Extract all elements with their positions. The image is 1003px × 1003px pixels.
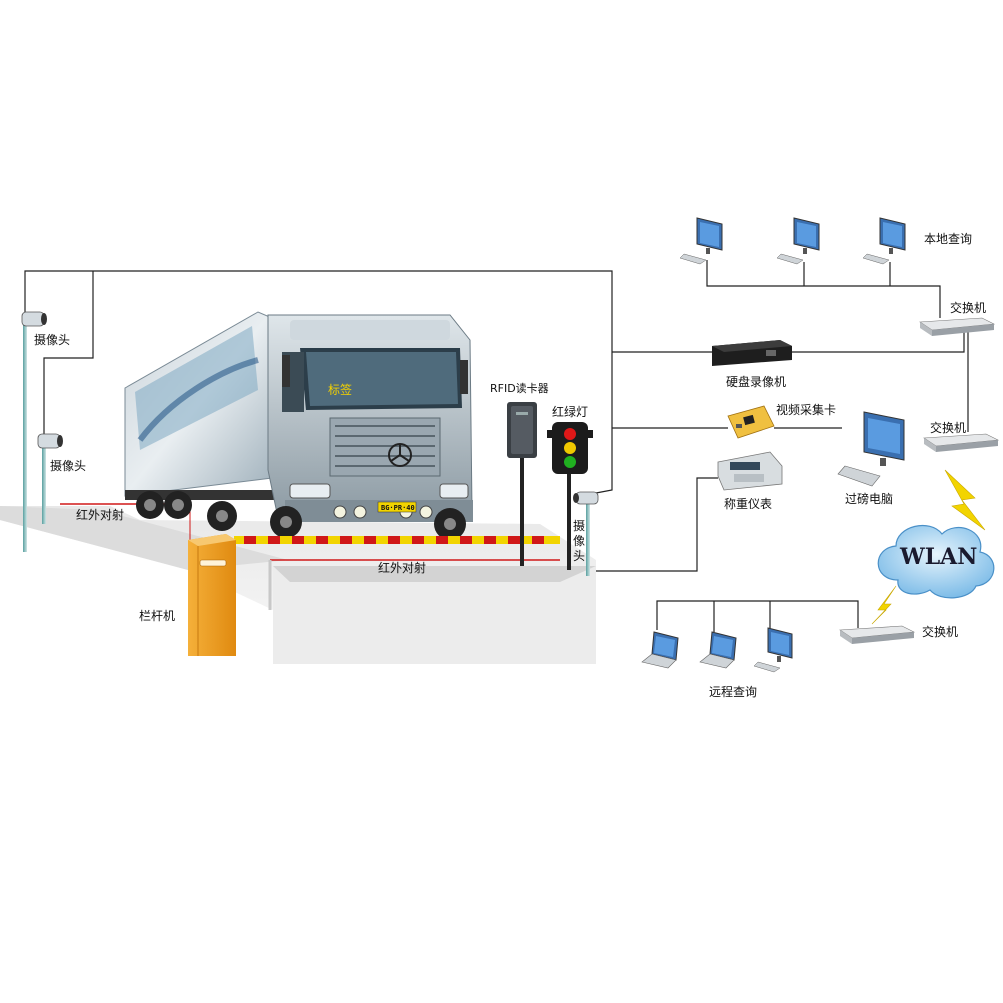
barrier-machine bbox=[188, 534, 236, 656]
camera-pole-left bbox=[23, 318, 46, 552]
wire-remote-bus bbox=[656, 600, 859, 630]
barrier-arm bbox=[234, 536, 560, 544]
dvr-recorder-icon bbox=[712, 340, 792, 366]
capture-card-label: 视频采集卡 bbox=[776, 402, 836, 417]
switch-bottom-label: 交换机 bbox=[922, 624, 958, 639]
camera-right-label-2: 像 bbox=[573, 534, 585, 548]
rfid-label: RFID读卡器 bbox=[490, 381, 549, 395]
lightning-icon bbox=[871, 585, 897, 625]
wire-local-bus bbox=[706, 260, 941, 318]
desktop-computer-icon bbox=[837, 411, 905, 487]
desktop-computer-icon bbox=[862, 217, 906, 265]
infrared-left-label: 红外对射 bbox=[76, 507, 124, 522]
network-switch-icon bbox=[923, 433, 1000, 452]
tag-label: 标签 bbox=[328, 382, 352, 397]
camera-right-label-1: 摄 bbox=[573, 518, 585, 533]
wire-indicator bbox=[574, 477, 718, 572]
traffic-light-icon bbox=[547, 422, 593, 570]
plate-text: BG·PR·40 bbox=[381, 504, 415, 512]
dvr-label: 硬盘录像机 bbox=[726, 374, 786, 389]
wire-dvr-switch bbox=[792, 330, 965, 353]
wiring bbox=[24, 260, 969, 632]
weighing-indicator-icon bbox=[717, 451, 783, 491]
infrared-front-label: 红外对射 bbox=[378, 560, 426, 575]
desktop-computer-icon bbox=[776, 217, 820, 265]
weighing-pc-label: 过磅电脑 bbox=[845, 491, 893, 506]
rfid-reader-icon bbox=[507, 402, 537, 566]
lightning-icon bbox=[944, 469, 986, 531]
cctv-camera-icon bbox=[37, 433, 63, 449]
traffic-light-label: 红绿灯 bbox=[552, 404, 588, 419]
remote-query-label: 远程查询 bbox=[709, 684, 757, 699]
local-query-label: 本地查询 bbox=[924, 232, 972, 246]
desktop-computer-icon bbox=[753, 627, 793, 673]
barrier-label: 栏杆机 bbox=[139, 608, 175, 623]
cctv-camera-icon bbox=[573, 491, 599, 505]
network-switch-icon bbox=[919, 317, 996, 336]
capture-card-icon bbox=[727, 405, 775, 439]
network-switch-icon bbox=[839, 625, 916, 644]
weighing-indicator-label: 称重仪表 bbox=[724, 497, 772, 511]
camera-left-top-label: 摄像头 bbox=[34, 332, 70, 347]
laptop-icon bbox=[699, 631, 737, 669]
switch-mid-label: 交换机 bbox=[930, 420, 966, 435]
camera-left-mid-label: 摄像头 bbox=[50, 458, 86, 473]
truck-icon: BG·PR·40 标签 bbox=[124, 311, 473, 540]
cctv-camera-icon bbox=[21, 311, 47, 327]
wire-camera-top bbox=[43, 271, 94, 438]
camera-right-label-3: 头 bbox=[573, 549, 585, 563]
wire-top-loop bbox=[24, 270, 613, 494]
camera-pole-right bbox=[586, 496, 590, 576]
switch-top-label: 交换机 bbox=[950, 300, 986, 315]
wlan-label: WLAN bbox=[899, 544, 977, 570]
laptop-icon bbox=[641, 631, 679, 669]
wlan-cloud-icon bbox=[877, 524, 995, 599]
desktop-computer-icon bbox=[679, 217, 723, 265]
